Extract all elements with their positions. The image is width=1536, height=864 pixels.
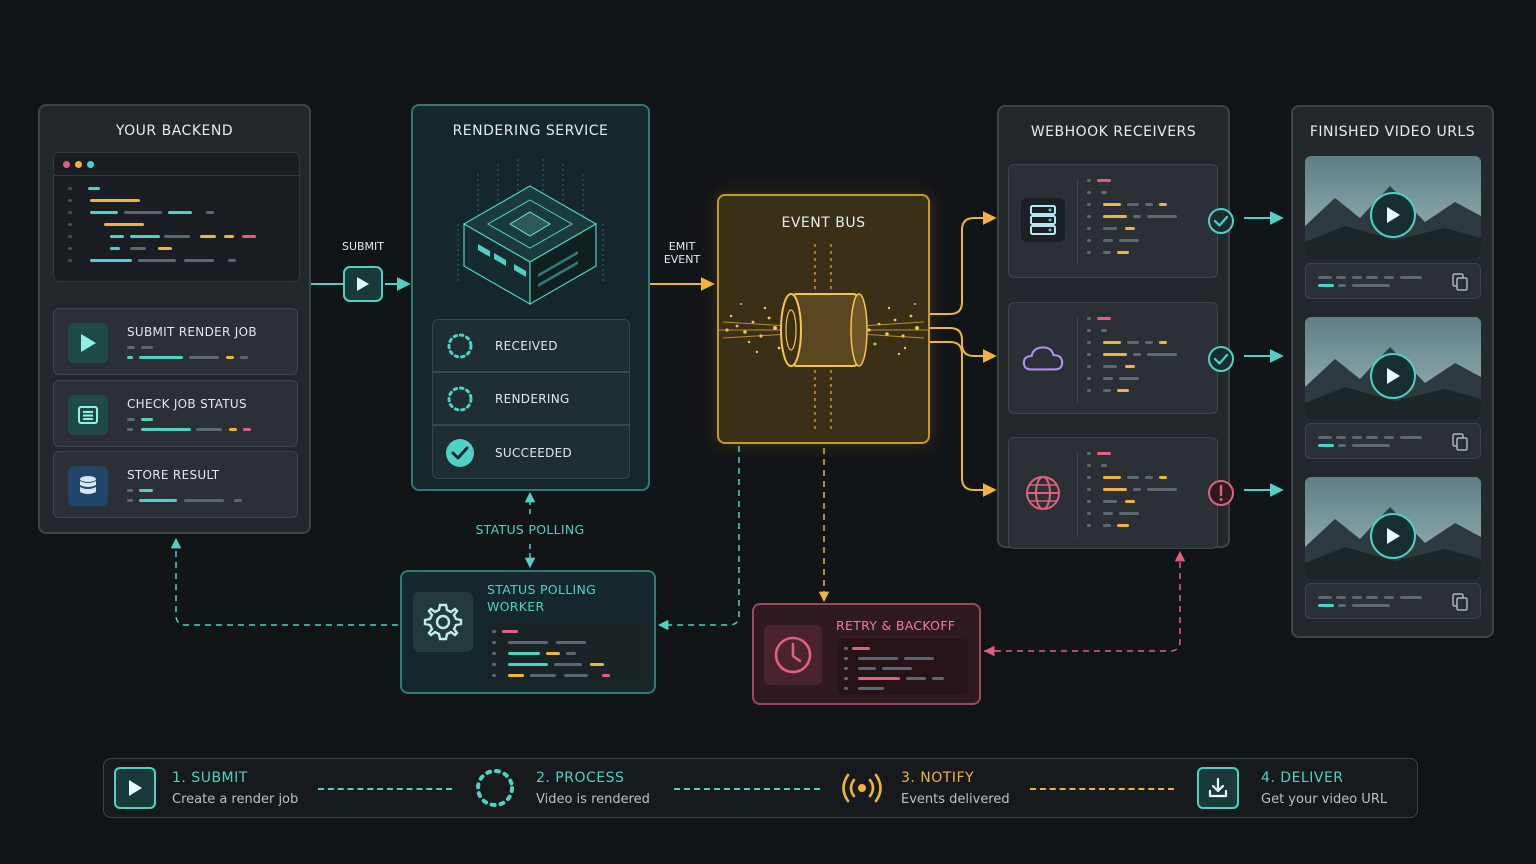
check-circle-icon: [1207, 207, 1235, 235]
backend-item-label: STORE RESULT: [127, 468, 219, 482]
dotted-circle-icon: [474, 767, 516, 809]
window-divider: [54, 175, 299, 176]
list-icon: [68, 395, 108, 435]
state-succeeded: SUCCEEDED: [432, 425, 630, 479]
video-url-bar[interactable]: [1305, 583, 1481, 619]
submit-label: SUBMIT: [333, 240, 393, 253]
backend-panel: YOUR BACKEND SUBMIT RENDER JOB CHECK JOB…: [38, 104, 311, 534]
videos-title: FINISHED VIDEO URLS: [1293, 124, 1492, 140]
play-icon: [68, 323, 108, 363]
retry-title: RETRY & BACKOFF: [836, 618, 955, 633]
emit-event-label: EMIT EVENT: [652, 240, 712, 266]
backend-title: YOUR BACKEND: [40, 123, 309, 139]
worker-log: [486, 622, 644, 684]
step-subtitle: Create a render job: [172, 792, 298, 807]
status-polling-worker-panel: STATUS POLLING WORKER: [400, 570, 656, 694]
receiver-card-globe[interactable]: [1008, 437, 1218, 549]
finished-videos-panel: FINISHED VIDEO URLS: [1291, 105, 1494, 638]
step-connector: [1030, 788, 1174, 790]
window-dot-red: [63, 161, 70, 168]
video-url-bar[interactable]: [1305, 423, 1481, 459]
gear-icon: [413, 592, 473, 652]
event-bus-panel: EVENT BUS: [717, 194, 930, 444]
play-icon: [356, 276, 370, 292]
step-subtitle: Video is rendered: [536, 792, 650, 807]
chip-illustration: [438, 154, 623, 314]
step-title: 4. DELIVER: [1261, 770, 1344, 786]
state-rendering: RENDERING: [432, 372, 630, 425]
play-icon: [114, 767, 156, 809]
step-connector: [318, 788, 452, 790]
step-subtitle: Get your video URL: [1261, 792, 1387, 807]
dotted-circle-icon: [446, 332, 474, 360]
server-icon: [1021, 198, 1065, 242]
step-subtitle: Events delivered: [901, 792, 1010, 807]
receiver-card-server[interactable]: [1008, 164, 1218, 278]
download-icon: [1197, 767, 1239, 809]
play-icon[interactable]: [1370, 513, 1416, 559]
check-circle-icon: [1207, 345, 1235, 373]
worker-title: STATUS POLLING WORKER: [487, 581, 596, 615]
steps-bar: 1. SUBMIT Create a render job 2. PROCESS…: [103, 758, 1418, 818]
dotted-circle-icon: [446, 385, 474, 413]
retry-log: [838, 639, 968, 695]
play-icon[interactable]: [1370, 353, 1416, 399]
state-label: SUCCEEDED: [495, 446, 572, 460]
copy-icon[interactable]: [1452, 273, 1468, 291]
rendering-service-panel: RENDERING SERVICE RECEIVED RENDERING: [411, 104, 650, 491]
step-title: 2. PROCESS: [536, 770, 624, 786]
step-title: 1. SUBMIT: [172, 770, 248, 786]
event-bus-title: EVENT BUS: [719, 215, 928, 231]
cloud-icon: [1021, 336, 1065, 380]
status-polling-label: STATUS POLLING: [460, 522, 600, 537]
window-dot-yellow: [75, 161, 82, 168]
step-title: 3. NOTIFY: [901, 770, 974, 786]
video-thumbnail[interactable]: [1305, 477, 1481, 580]
retry-backoff-panel: RETRY & BACKOFF: [752, 603, 981, 705]
broadcast-icon: [840, 767, 884, 809]
alert-circle-icon: [1207, 479, 1235, 507]
webhooks-title: WEBHOOK RECEIVERS: [999, 124, 1228, 140]
webhook-receivers-panel: WEBHOOK RECEIVERS: [997, 105, 1230, 548]
video-thumbnail[interactable]: [1305, 156, 1481, 259]
receiver-card-cloud[interactable]: [1008, 302, 1218, 414]
copy-icon[interactable]: [1452, 433, 1468, 451]
code-window: [53, 152, 300, 282]
backend-item-submit[interactable]: SUBMIT RENDER JOB: [53, 308, 298, 375]
submit-button[interactable]: [343, 266, 383, 302]
backend-item-label: SUBMIT RENDER JOB: [127, 325, 257, 339]
state-received: RECEIVED: [432, 319, 630, 372]
play-icon[interactable]: [1370, 192, 1416, 238]
database-icon: [68, 466, 108, 506]
state-label: RENDERING: [495, 392, 570, 406]
check-circle-icon: [445, 438, 475, 468]
backend-item-check-status[interactable]: CHECK JOB STATUS: [53, 380, 298, 447]
video-url-bar[interactable]: [1305, 263, 1481, 299]
window-dot-green: [87, 161, 94, 168]
state-label: RECEIVED: [495, 339, 558, 353]
backend-item-store-result[interactable]: STORE RESULT: [53, 451, 298, 518]
clock-icon: [764, 625, 822, 685]
copy-icon[interactable]: [1452, 593, 1468, 611]
video-thumbnail[interactable]: [1305, 317, 1481, 420]
globe-icon: [1021, 471, 1065, 515]
step-connector: [674, 788, 820, 790]
rendering-title: RENDERING SERVICE: [413, 123, 648, 139]
event-bus-illustration: [719, 244, 928, 434]
backend-item-label: CHECK JOB STATUS: [127, 397, 247, 411]
